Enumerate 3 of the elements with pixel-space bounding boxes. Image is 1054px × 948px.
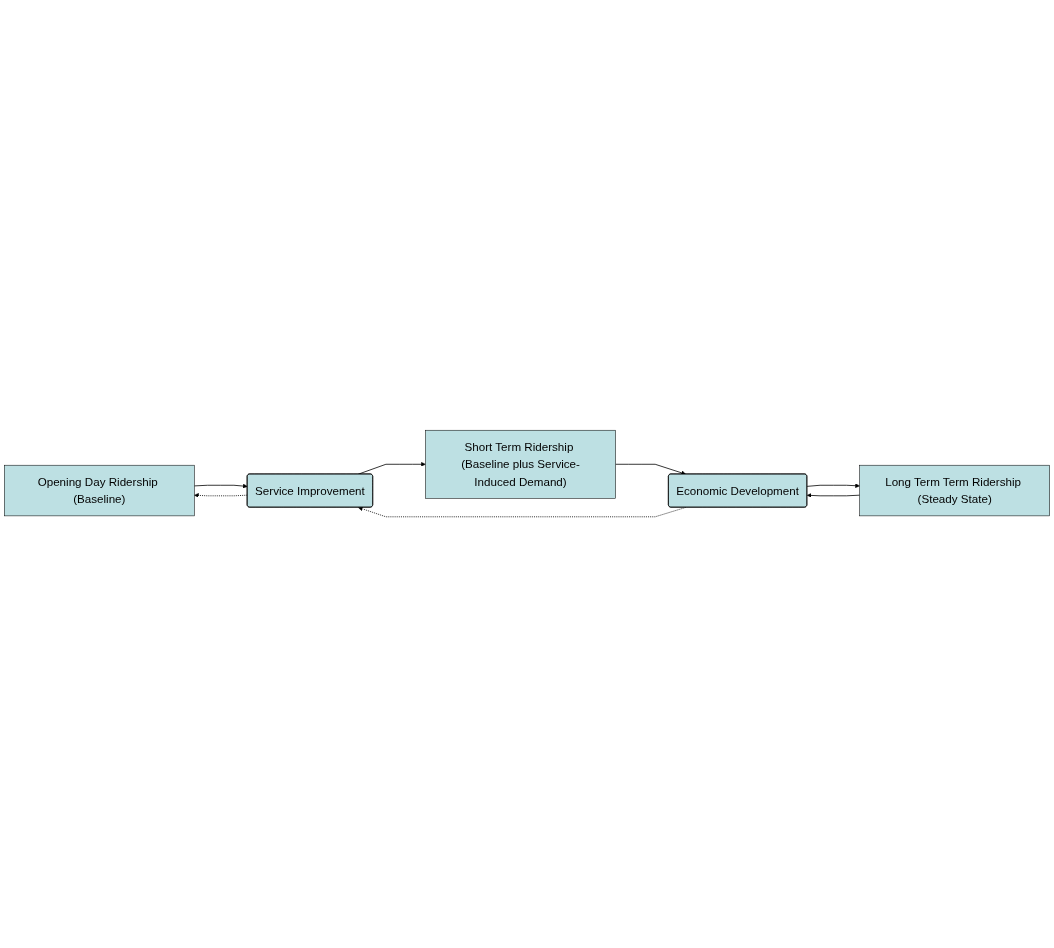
node-box: Opening Day Ridership (Baseline)	[4, 465, 195, 517]
node-box: Short Term Ridership (Baseline plus Service-Induced Demand)	[425, 430, 616, 500]
node-box: Long Term Term Ridership (Steady State)	[859, 465, 1050, 517]
